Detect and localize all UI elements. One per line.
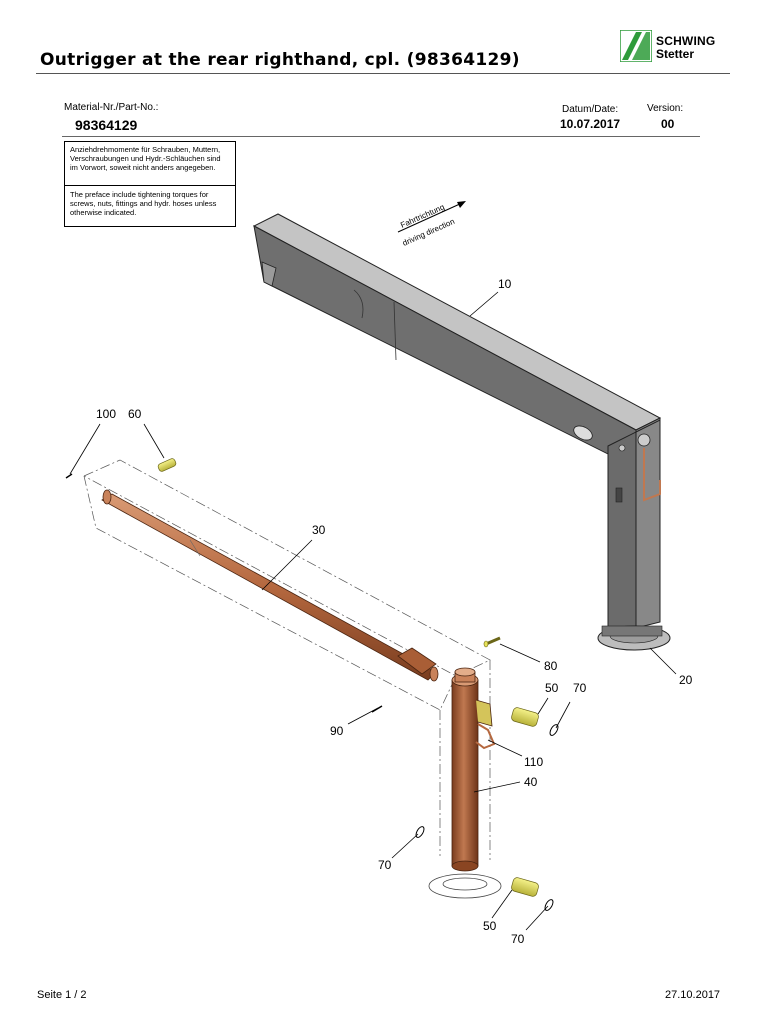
callout-40: 40 — [524, 775, 538, 789]
footer-date: 27.10.2017 — [665, 989, 721, 1001]
callout-70-lower: 70 — [511, 932, 525, 946]
hydraulic-line-part-110 — [475, 723, 496, 750]
date-value: 10.07.2017 — [560, 117, 621, 131]
o-ring-part-70-lower — [544, 899, 554, 911]
callout-30: 30 — [312, 523, 326, 537]
driving-direction-arrow: Fahrtrichtung driving direction — [397, 201, 466, 248]
callout-100: 100 — [96, 407, 116, 421]
callout-80: 80 — [544, 659, 558, 673]
version-label: Version: — [647, 103, 684, 114]
version-value: 00 — [661, 117, 675, 131]
leader-lines — [69, 291, 677, 931]
callout-60: 60 — [128, 407, 142, 421]
callout-110: 110 — [524, 755, 543, 769]
part-number-label: Material-Nr./Part-No.: — [64, 102, 159, 113]
callout-10: 10 — [498, 277, 512, 291]
part-number-value: 98364129 — [75, 117, 138, 133]
company-logo: SCHWING Stetter — [620, 30, 730, 64]
lower-foot-plate — [428, 873, 502, 899]
bushing-part-50-lower — [511, 877, 539, 897]
outrigger-leg-part-20 — [597, 419, 671, 651]
bolt-part-80 — [483, 636, 501, 648]
support-cylinder-part-40 — [451, 667, 493, 872]
callout-labels: 10 100 60 30 20 80 50 70 90 110 40 70 50… — [96, 277, 693, 946]
extension-cylinder-part-30 — [101, 489, 439, 682]
title-rule — [36, 73, 730, 74]
schwing-stetter-logo-mark-icon — [620, 30, 652, 62]
callout-20: 20 — [679, 673, 693, 687]
logo-word-schwing: SCHWING — [656, 34, 716, 48]
date-label: Datum/Date: — [562, 104, 619, 115]
torque-note-german: Anziehdrehmomente für Schrauben, Muttern… — [65, 142, 235, 186]
torque-note-box: Anziehdrehmomente für Schrauben, Muttern… — [64, 141, 236, 227]
bushing-part-50-upper — [511, 707, 539, 727]
outrigger-beam-part-10 — [252, 213, 662, 470]
pin-part-60 — [157, 458, 177, 472]
callout-70-left: 70 — [378, 858, 392, 872]
o-ring-part-70-left — [415, 826, 425, 838]
torque-note-english: The preface include tightening torques f… — [70, 190, 217, 217]
header-rule — [62, 136, 700, 137]
fastener-part-90 — [371, 705, 383, 713]
o-ring-part-70-upper — [549, 724, 559, 736]
logo-word-stetter: Stetter — [656, 47, 695, 61]
callout-70-upper: 70 — [573, 681, 587, 695]
fastener-part-100 — [65, 473, 73, 479]
footer-page-number: Seite 1 / 2 — [37, 989, 87, 1001]
callout-50-upper: 50 — [545, 681, 559, 695]
callout-50-lower: 50 — [483, 919, 497, 933]
page-title: Outrigger at the rear righthand, cpl. (9… — [40, 50, 520, 70]
callout-90: 90 — [330, 724, 344, 738]
